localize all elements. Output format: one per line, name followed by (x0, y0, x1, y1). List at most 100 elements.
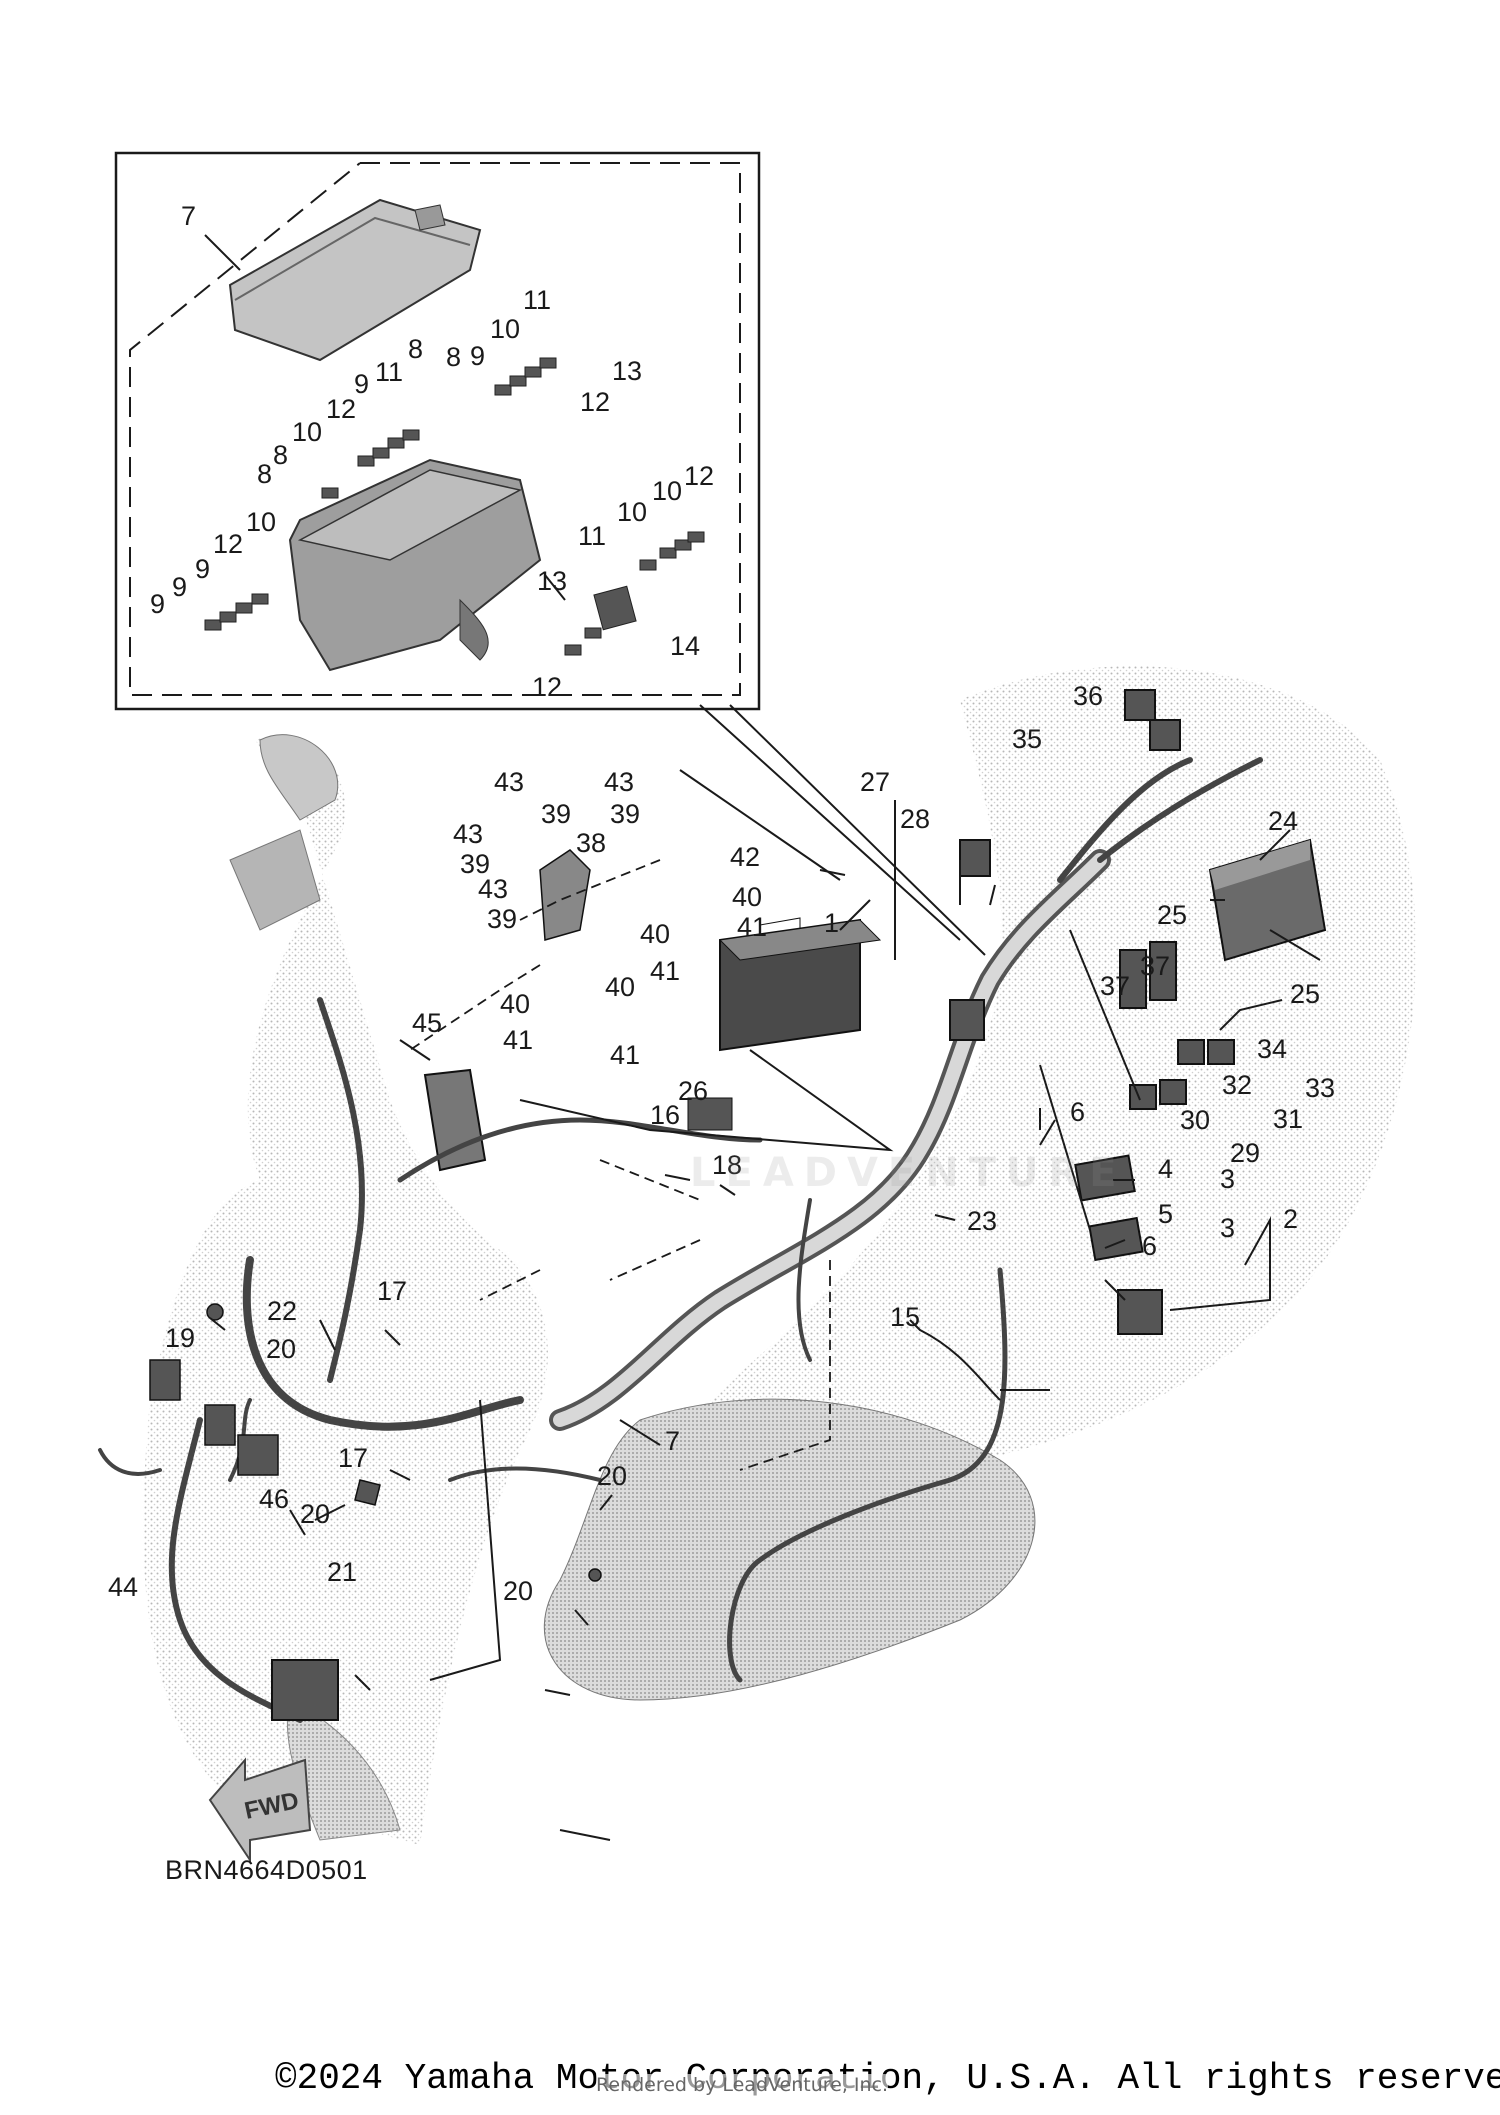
bracket-38 (539, 849, 591, 941)
callout-26: 26 (678, 1076, 708, 1106)
callout-14: 14 (670, 631, 700, 661)
callout-38: 38 (576, 828, 606, 858)
callout-43: 43 (494, 767, 524, 797)
callout-5: 5 (1158, 1199, 1173, 1229)
callout-2: 2 (1283, 1204, 1298, 1234)
callout-10: 10 (292, 417, 322, 447)
callout-30: 30 (1180, 1105, 1210, 1135)
callout-3: 3 (1220, 1213, 1235, 1243)
callout-10: 10 (652, 476, 682, 506)
callout-17: 17 (338, 1443, 368, 1473)
callout-41: 41 (610, 1040, 640, 1070)
callout-24: 24 (1268, 806, 1298, 836)
callout-12: 12 (213, 529, 243, 559)
callout-9: 9 (150, 589, 165, 619)
rendered-by-notice: Rendered by LeadVenture, Inc. (596, 2074, 889, 2096)
callout-37: 37 (1140, 951, 1170, 981)
callout-46: 46 (259, 1484, 289, 1514)
callout-29: 29 (1230, 1138, 1260, 1168)
callout-16: 16 (650, 1100, 680, 1130)
callout-7: 7 (665, 1426, 680, 1456)
callout-10: 10 (617, 497, 647, 527)
callout-41: 41 (737, 912, 767, 942)
callout-13: 13 (537, 566, 567, 596)
callout-37: 37 (1100, 971, 1130, 1001)
callout-8: 8 (273, 440, 288, 470)
callout-39: 39 (487, 904, 517, 934)
connector-44 (271, 1659, 339, 1721)
callout-9: 9 (195, 554, 210, 584)
callout-3: 3 (1220, 1164, 1235, 1194)
callout-6: 6 (1070, 1097, 1085, 1127)
callout-40: 40 (605, 972, 635, 1002)
callout-34: 34 (1257, 1034, 1287, 1064)
callout-28: 28 (900, 804, 930, 834)
callout-33: 33 (1305, 1073, 1335, 1103)
callout-40: 40 (500, 989, 530, 1019)
callout-21: 21 (327, 1557, 357, 1587)
watermark: LEADVENTURE (690, 1150, 1127, 1196)
callout-31: 31 (1273, 1104, 1303, 1134)
callout-12: 12 (580, 387, 610, 417)
callout-7: 7 (181, 201, 196, 231)
callout-25: 25 (1157, 900, 1187, 930)
callout-20: 20 (266, 1334, 296, 1364)
callout-20: 20 (597, 1461, 627, 1491)
callout-labels: 1 2 3 3 3 4 5 6 6 7 7 8 8 8 8 9 9 9 9 9 … (108, 201, 1335, 1606)
callout-39: 39 (541, 799, 571, 829)
module-45 (423, 1068, 487, 1172)
callout-15: 15 (890, 1302, 920, 1332)
callout-20: 20 (503, 1576, 533, 1606)
callout-42: 42 (730, 842, 760, 872)
callout-36: 36 (1073, 681, 1103, 711)
callout-39: 39 (610, 799, 640, 829)
callout-41: 41 (503, 1025, 533, 1055)
relay-group (949, 689, 1235, 1335)
callout-8: 8 (408, 334, 423, 364)
drawing-code: BRN4664D0501 (165, 1855, 368, 1885)
callout-44: 44 (108, 1572, 138, 1602)
callout-10: 10 (490, 314, 520, 344)
callout-17: 17 (377, 1276, 407, 1306)
fuse-box-cover (228, 198, 482, 362)
small-connectors (149, 1303, 602, 1582)
forward-arrow: FWD (208, 1757, 312, 1864)
callout-40: 40 (640, 919, 670, 949)
callout-43: 43 (478, 874, 508, 904)
callout-11: 11 (523, 285, 551, 315)
callout-35: 35 (1012, 724, 1042, 754)
callout-43: 43 (604, 767, 634, 797)
callout-20: 20 (300, 1499, 330, 1529)
main-wire-harness (98, 757, 1263, 1723)
callout-32: 32 (1222, 1070, 1252, 1100)
callout-39: 39 (460, 849, 490, 879)
callout-10: 10 (246, 507, 276, 537)
callout-9: 9 (354, 369, 369, 399)
callout-19: 19 (165, 1323, 195, 1353)
callout-27: 27 (860, 767, 890, 797)
relay-14 (593, 585, 637, 631)
callout-9: 9 (172, 572, 187, 602)
callout-11: 11 (375, 357, 403, 387)
callout-8: 8 (446, 342, 461, 372)
callout-45: 45 (412, 1008, 442, 1038)
vehicle-body-outline (143, 666, 1417, 1846)
callout-11: 11 (578, 521, 606, 551)
callout-12: 12 (532, 672, 562, 702)
callout-22: 22 (267, 1296, 297, 1326)
callout-12: 12 (326, 394, 356, 424)
callout-6: 6 (1142, 1231, 1157, 1261)
callout-18: 18 (712, 1150, 742, 1180)
dashed-brackets (409, 859, 831, 1471)
callout-8: 8 (257, 459, 272, 489)
callout-40: 40 (732, 882, 762, 912)
callout-13: 13 (612, 356, 642, 386)
callout-4: 4 (1158, 1154, 1173, 1184)
callout-41: 41 (650, 956, 680, 986)
callout-25: 25 (1290, 979, 1320, 1009)
callout-1: 1 (824, 908, 839, 938)
callout-9: 9 (470, 341, 485, 371)
relay-26 (687, 1097, 733, 1131)
fuse-chips (204, 357, 705, 656)
